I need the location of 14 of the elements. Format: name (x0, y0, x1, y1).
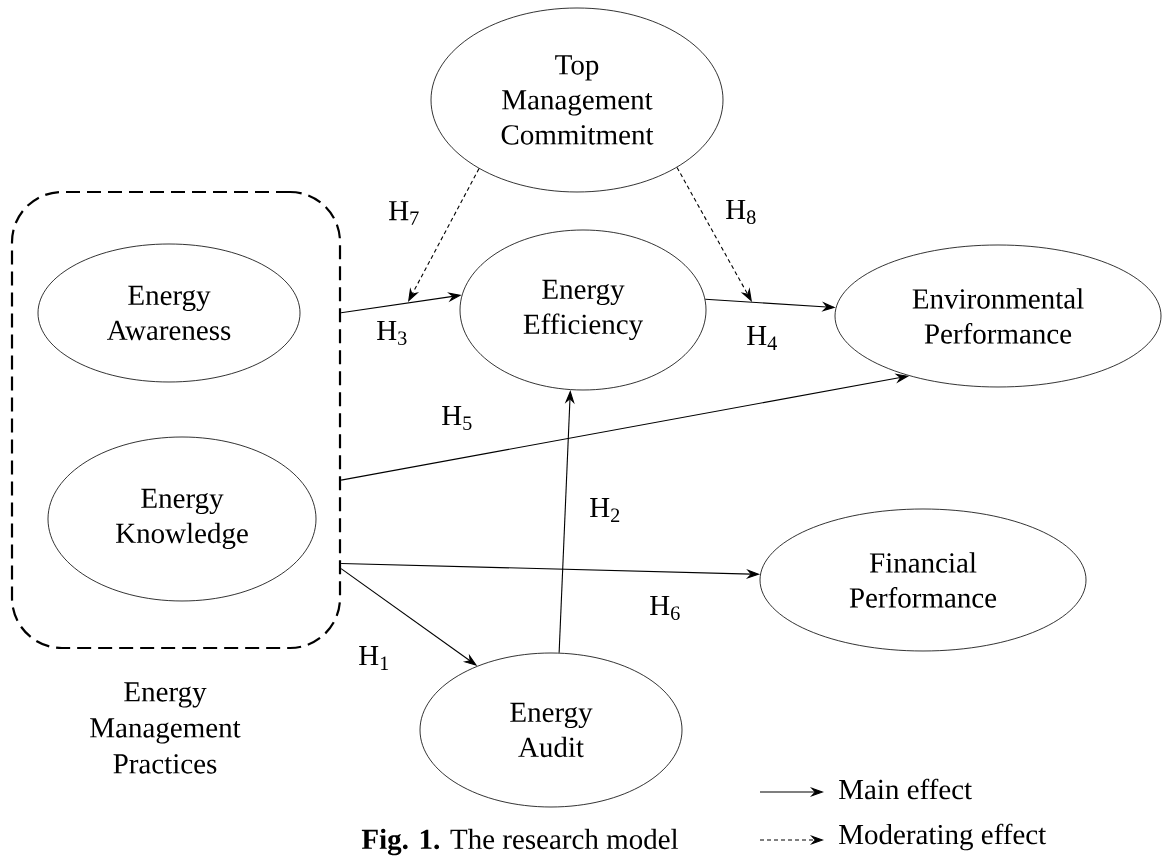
edge-label: H$_{2}$ (588, 497, 622, 523)
edge-label: H$_{7}$ (387, 200, 421, 226)
edge-label: H$_{5}$ (440, 405, 474, 431)
legend-text: Moderating effect (839, 823, 1047, 851)
edge-label: H$_{3}$ (375, 319, 409, 347)
legend-text: Main effect (839, 778, 972, 800)
edge-label: H$_{6}$ (648, 594, 682, 622)
edge-label: H$_{1}$ (357, 645, 391, 671)
arrow (408, 168, 480, 302)
group-label: Energy Management Practices (90, 682, 241, 774)
edge-label: H$_{8}$ (724, 198, 758, 226)
arrow (676, 166, 752, 302)
figure-caption: Fig. 1. The research model (361, 828, 679, 856)
edge-label: H$_{4}$ (745, 325, 779, 351)
